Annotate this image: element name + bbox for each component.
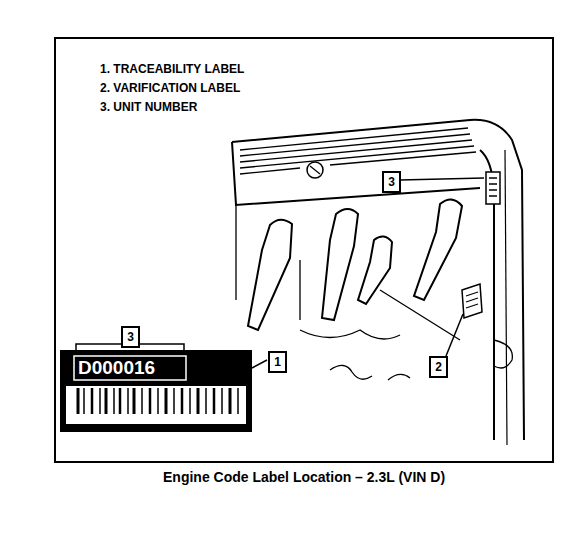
callout-number: 3 xyxy=(388,176,395,188)
callout-number: 2 xyxy=(435,361,442,373)
key-line: 1. TRACEABILITY LABEL xyxy=(100,62,244,76)
callout-box: 2 xyxy=(429,356,448,378)
key-line: 3. UNIT NUMBER xyxy=(100,100,197,114)
unit-number: D000016 xyxy=(78,357,155,379)
figure-caption: Engine Code Label Location – 2.3L (VIN D… xyxy=(163,469,445,485)
callout-box: 3 xyxy=(382,171,401,193)
callout-number: 1 xyxy=(274,356,281,368)
key-line: 2. VARIFICATION LABEL xyxy=(100,81,240,95)
callout-box: 3 xyxy=(121,326,140,348)
callout-box: 1 xyxy=(268,351,287,373)
callout-number: 3 xyxy=(127,331,134,343)
